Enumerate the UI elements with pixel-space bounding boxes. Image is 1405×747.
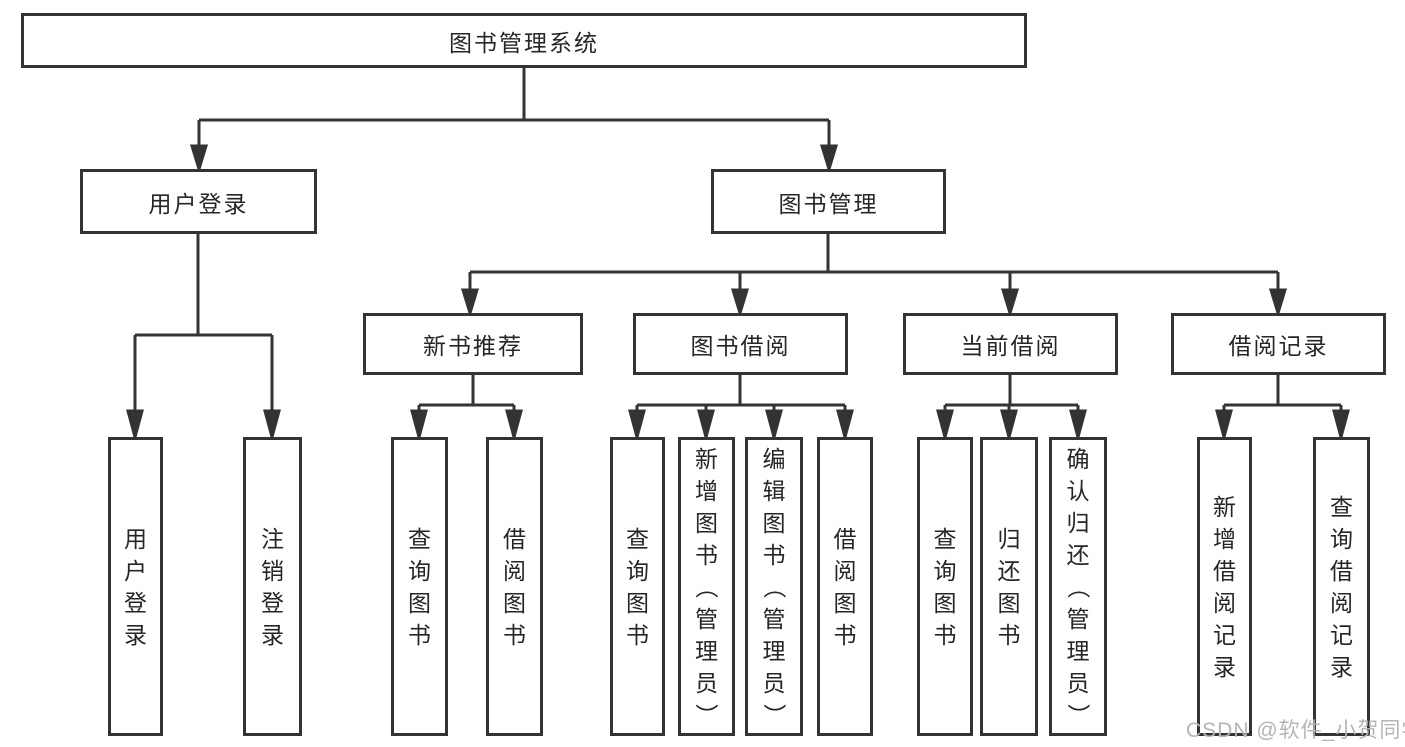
leaf-return-book: 归还图书 [980, 437, 1038, 736]
connector-currentborrow-to-leaves [936, 375, 1087, 443]
node-book-management: 图书管理 [711, 169, 946, 234]
watermark: CSDN @软件_小贺同学 [1186, 719, 1405, 742]
connector-root-to-level2 [189, 68, 839, 175]
leaf-borrow-query-book: 查询图书 [610, 437, 665, 736]
leaf-edit-book-admin: 编辑图书（管理员） [745, 437, 803, 736]
leaf-user-login: 用户登录 [108, 437, 163, 736]
leaf-current-query-book: 查询图书 [917, 437, 973, 736]
leaf-recommend-query-book: 查询图书 [391, 437, 448, 736]
leaf-query-borrow-record: 查询借阅记录 [1313, 437, 1370, 736]
leaf-add-borrow-record: 新增借阅记录 [1197, 437, 1252, 736]
node-user-login: 用户登录 [80, 169, 317, 234]
node-book-borrow: 图书借阅 [633, 313, 848, 375]
leaf-logout: 注销登录 [243, 437, 302, 736]
connector-userlogin-to-leaves [126, 234, 281, 443]
leaf-recommend-borrow-book: 借阅图书 [486, 437, 543, 736]
node-library-system: 图书管理系统 [21, 13, 1027, 68]
connector-newbook-to-leaves [410, 375, 523, 443]
leaf-confirm-return-admin: 确认归还（管理员） [1049, 437, 1107, 736]
connector-bookmgmt-to-level3 [460, 234, 1288, 319]
connector-bookborrow-to-leaves [628, 375, 854, 443]
node-current-borrow: 当前借阅 [903, 313, 1118, 375]
leaf-add-book-admin: 新增图书（管理员） [678, 437, 735, 736]
node-borrow-record: 借阅记录 [1171, 313, 1386, 375]
leaf-borrow-book: 借阅图书 [817, 437, 873, 736]
node-new-book-recommend: 新书推荐 [363, 313, 583, 375]
connector-borrowrecord-to-leaves [1215, 375, 1350, 443]
